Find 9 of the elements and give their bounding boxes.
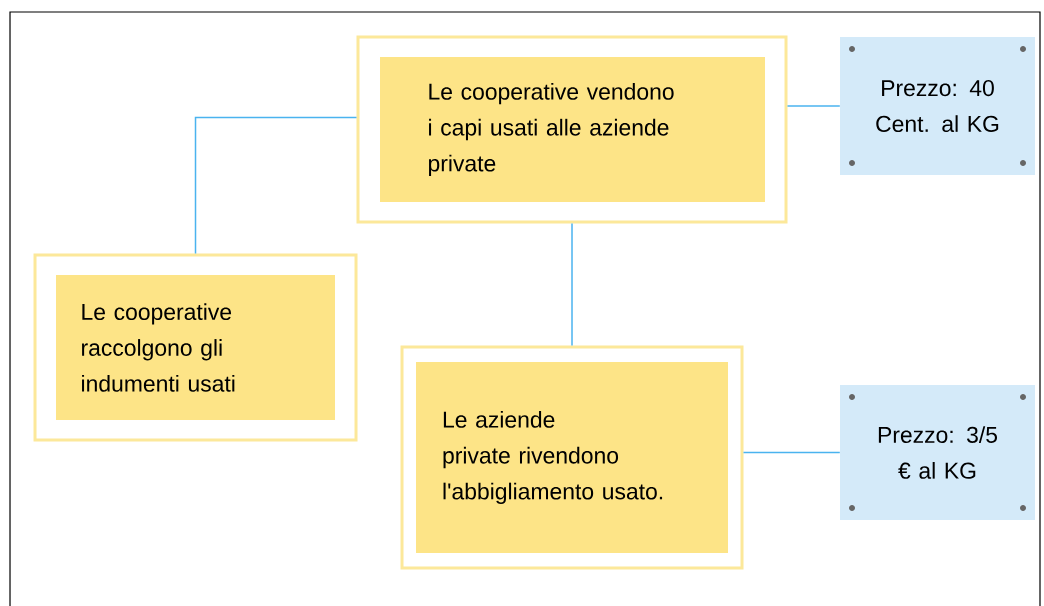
connector-line — [571, 222, 573, 347]
text-box: Le aziende private rivendono l'abbigliamento usato. — [400, 345, 744, 570]
text-box: Le cooperative raccolgono gli indumenti usati — [33, 253, 358, 442]
connector-line — [742, 451, 841, 454]
connector-line — [786, 105, 841, 107]
text-box: Le cooperative vendono i capi usati alle aziende private — [356, 35, 788, 224]
price-box: Prezzo: 3/5 € al KG — [840, 385, 1035, 520]
price-box: Prezzo: 40 Cent. al KG — [840, 37, 1035, 175]
connector-line — [194, 116, 358, 255]
